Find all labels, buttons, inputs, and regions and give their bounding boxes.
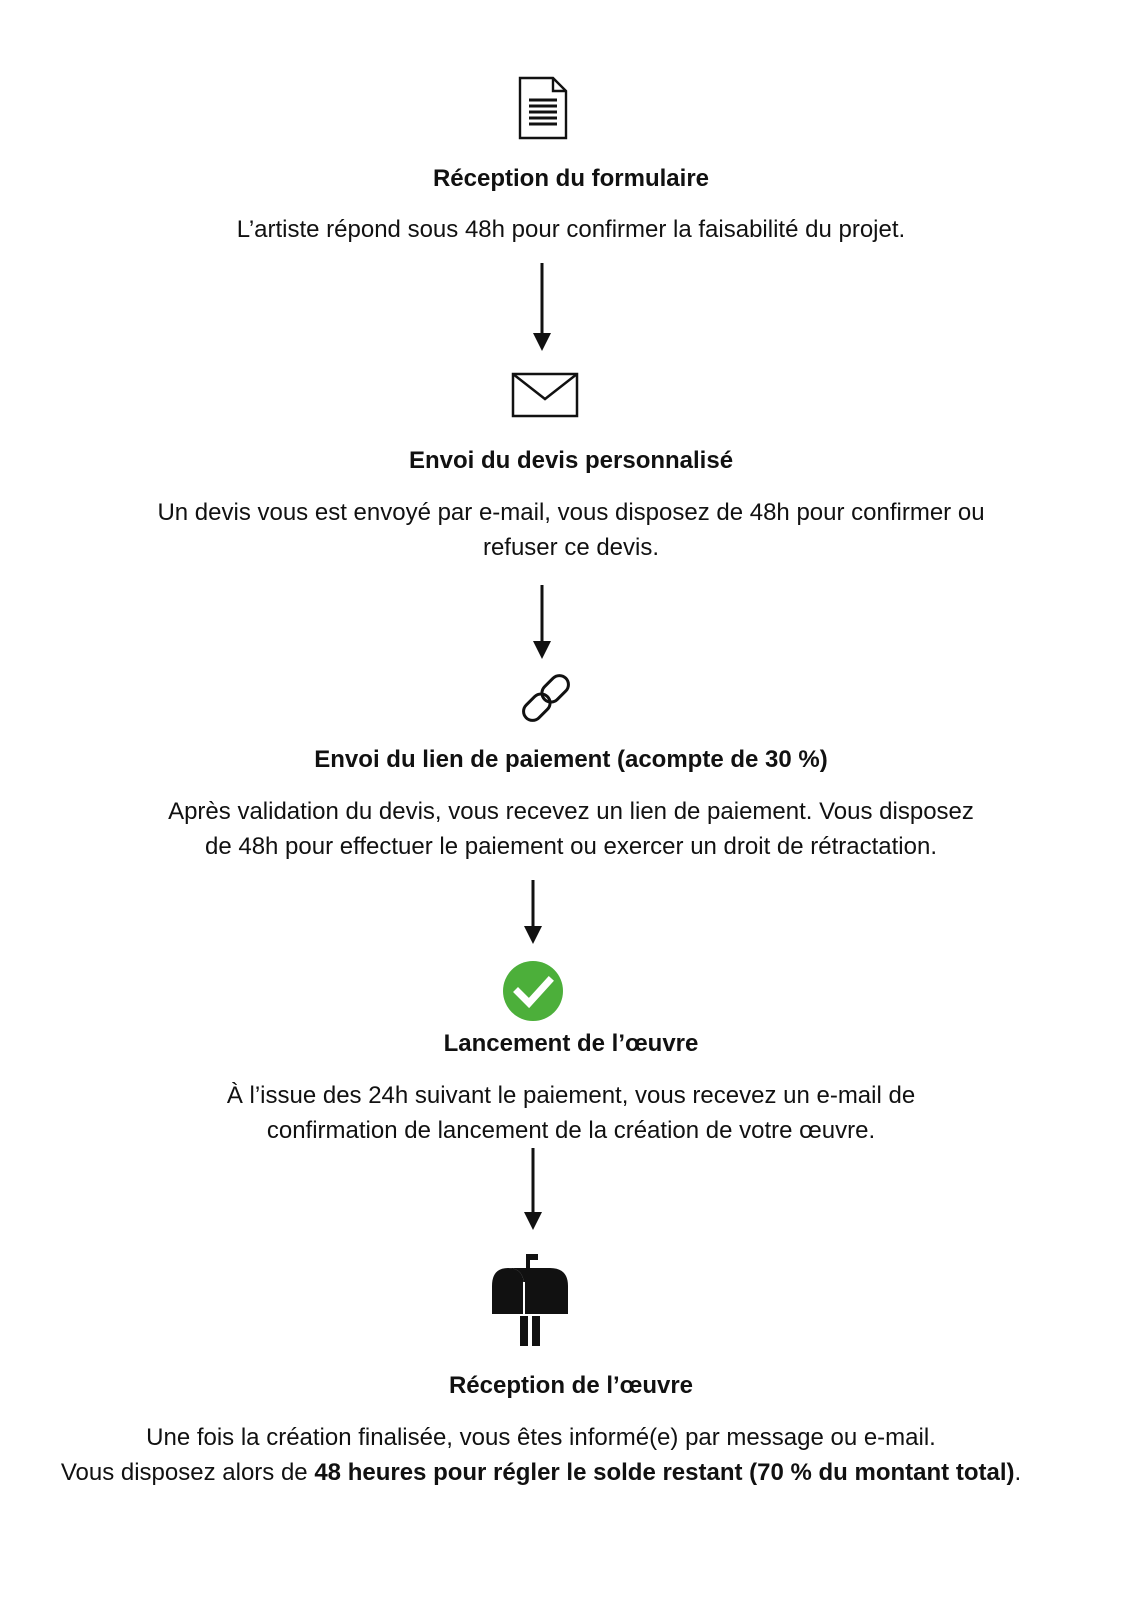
step-5-description: Une fois la création finalisée, vous ête… — [0, 1420, 1112, 1490]
step-1-title: Réception du formulaire — [432, 165, 710, 192]
step-5-line-1: Une fois la création finalisée, vous ête… — [146, 1424, 936, 1451]
document-icon — [518, 76, 568, 140]
step-3-line-2: de 48h pour effectuer le paiement ou exe… — [204, 833, 937, 860]
step-2-description: Un devis vous est envoyé par e-mail, vou… — [0, 495, 1142, 565]
envelope-icon — [511, 372, 579, 418]
step-5-title: Réception de l’œuvre — [448, 1372, 694, 1399]
arrow-down-1 — [533, 263, 551, 351]
arrow-down-2 — [533, 585, 551, 659]
step-1-line-1: L’artiste répond sous 48h pour confirmer… — [236, 216, 906, 243]
link-icon — [522, 674, 570, 722]
step-2-line-2: refuser ce devis. — [482, 534, 660, 561]
step-4-line-2: confirmation de lancement de la création… — [266, 1117, 876, 1144]
step-5-line-2-bold: 48 heures pour régler le solde restant (… — [314, 1459, 1015, 1486]
step-4-line-1: À l’issue des 24h suivant le paiement, v… — [226, 1082, 916, 1109]
arrow-down-3 — [524, 880, 542, 944]
arrow-down-4 — [524, 1148, 542, 1230]
step-5-line-2-suffix: . — [1014, 1459, 1022, 1486]
step-3-title: Envoi du lien de paiement (acompte de 30… — [314, 746, 828, 773]
step-5-line-2: Vous disposez alors de 48 heures pour ré… — [0, 1455, 1112, 1490]
step-1-description: L’artiste répond sous 48h pour confirmer… — [0, 212, 1142, 247]
step-2-title: Envoi du devis personnalisé — [408, 447, 734, 474]
step-3-line-1: Après validation du devis, vous recevez … — [168, 798, 974, 825]
step-3-description: Après validation du devis, vous recevez … — [0, 794, 1142, 864]
step-4-title: Lancement de l’œuvre — [443, 1030, 699, 1057]
check-circle-icon — [503, 961, 563, 1021]
step-5-line-2-prefix: Vous disposez alors de — [60, 1459, 315, 1486]
step-2-line-1: Un devis vous est envoyé par e-mail, vou… — [157, 499, 985, 526]
step-4-description: À l’issue des 24h suivant le paiement, v… — [0, 1078, 1142, 1148]
mailbox-icon — [492, 1254, 568, 1346]
